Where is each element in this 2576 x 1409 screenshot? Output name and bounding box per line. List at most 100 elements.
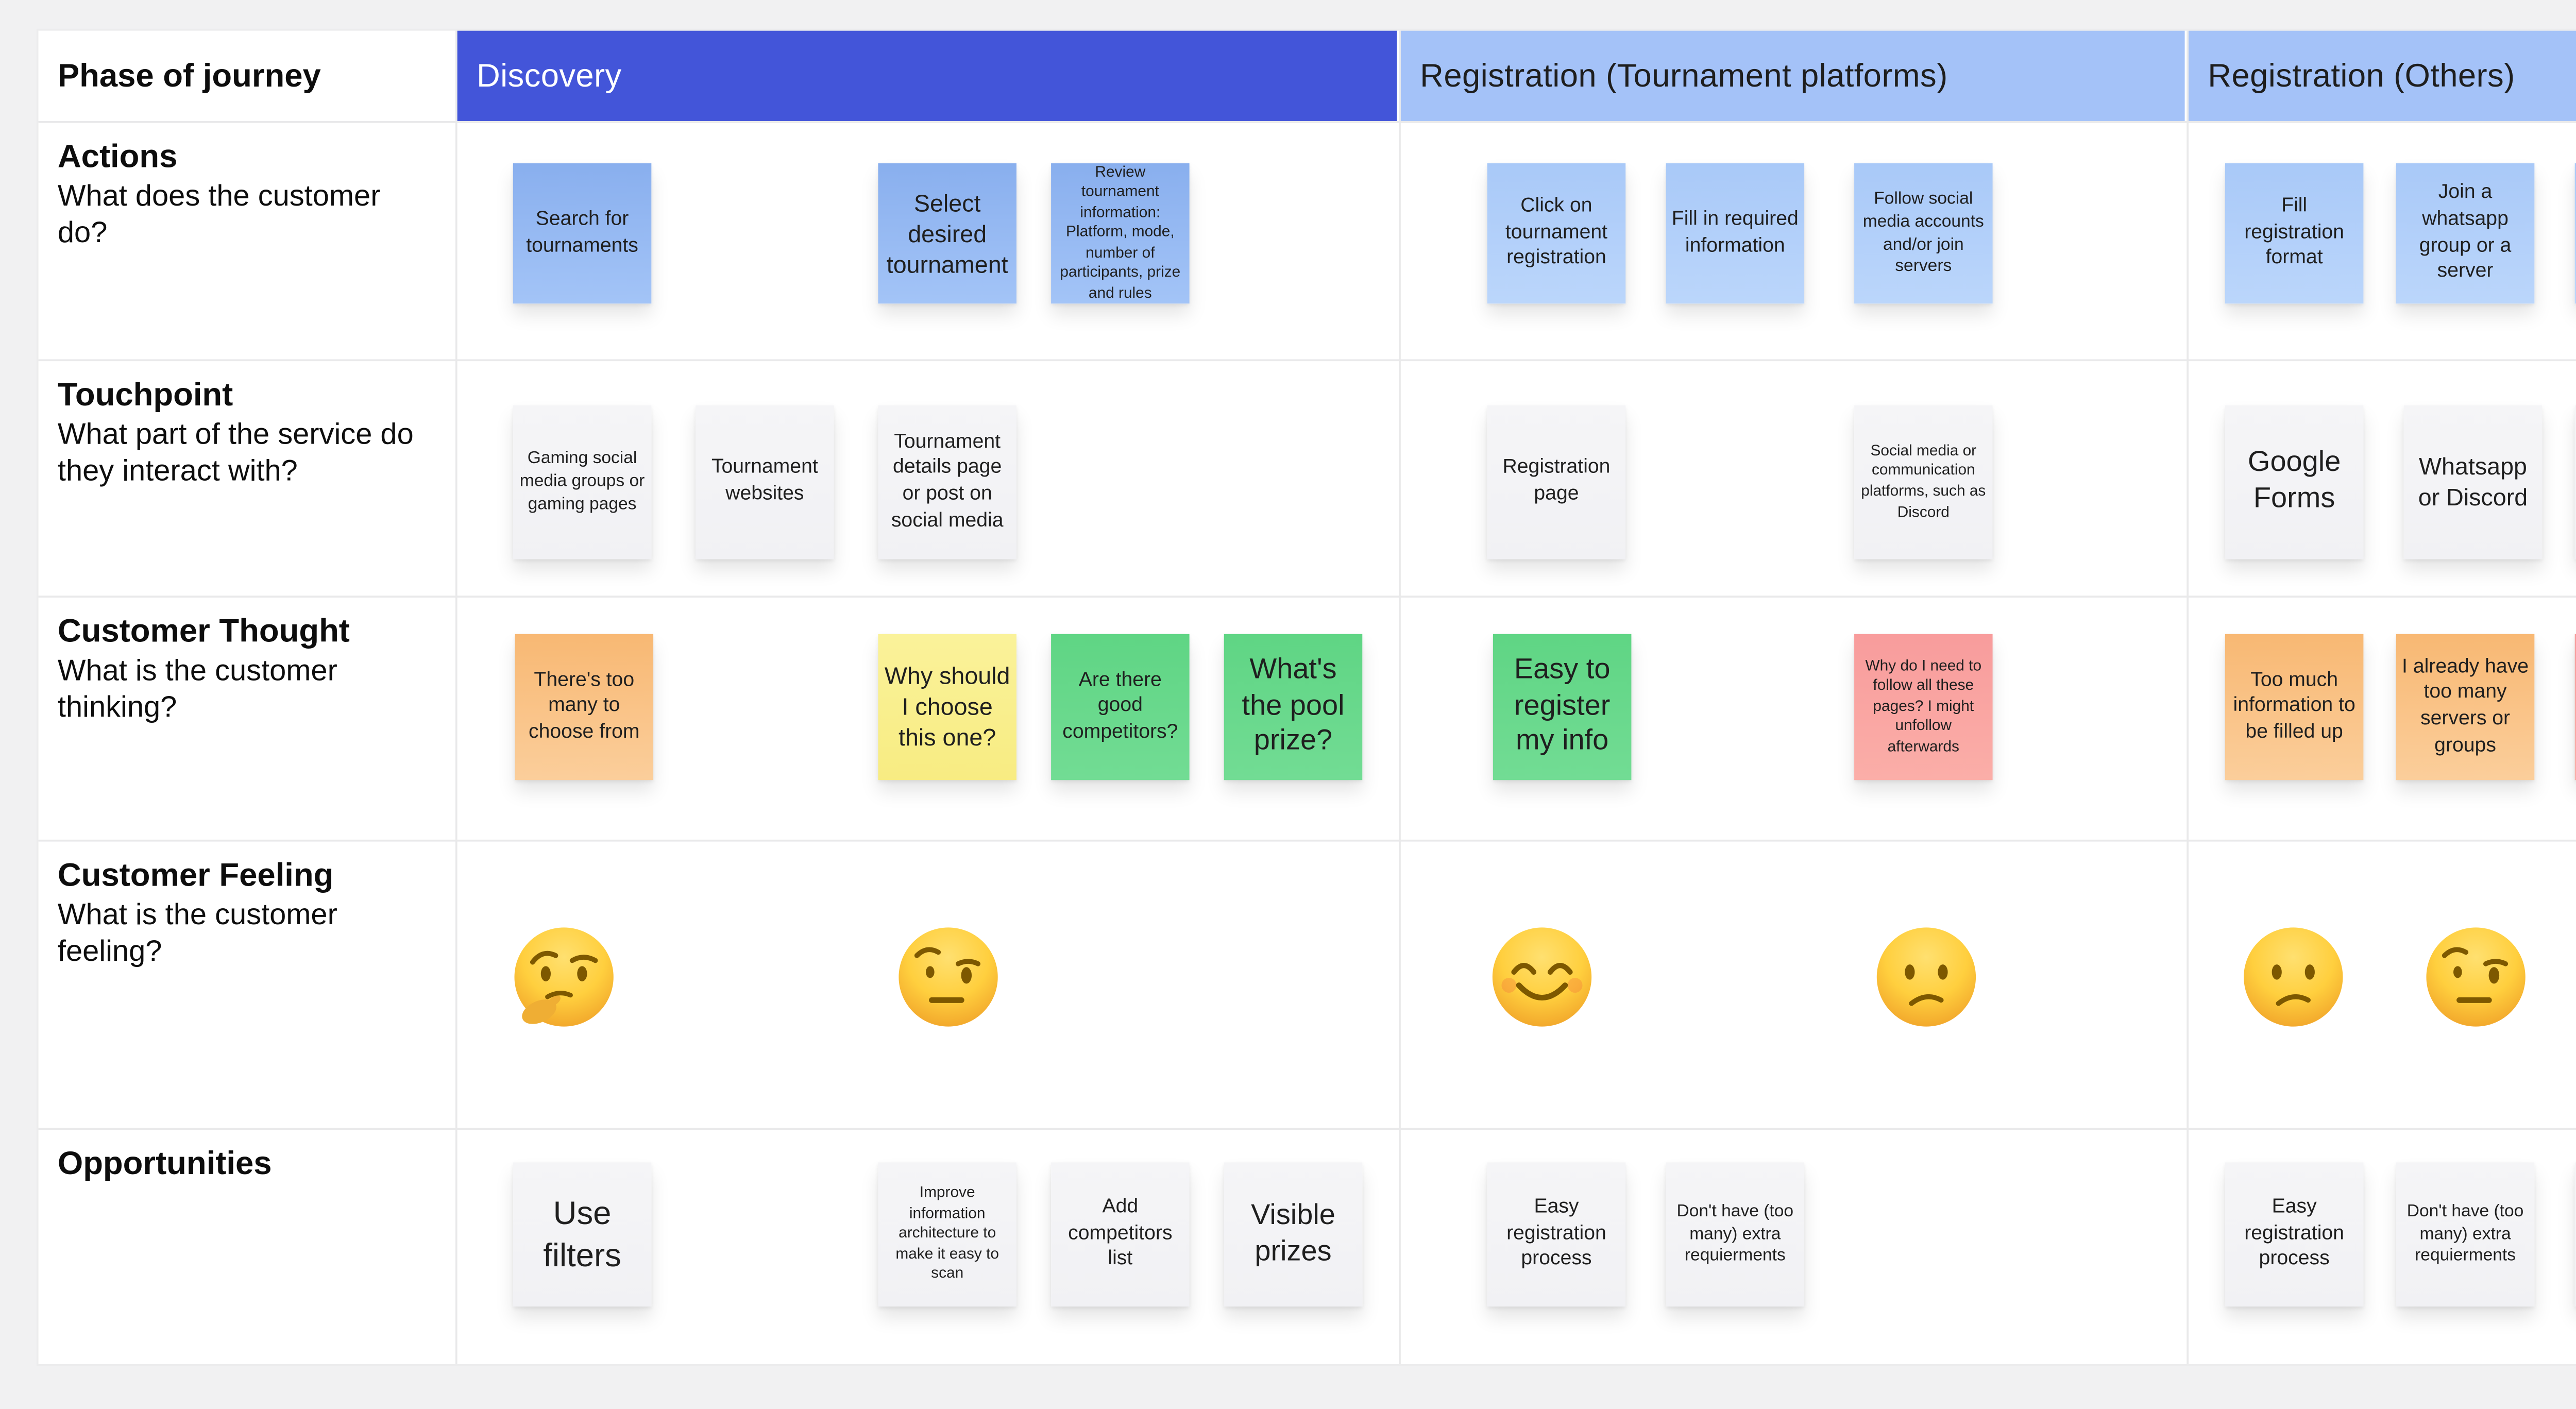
- emoji-thinking-face[interactable]: [510, 923, 616, 1029]
- grid-line-horizontal: [38, 359, 2576, 362]
- sticky-note[interactable]: Don't have (too many) extra requierments: [2396, 1162, 2535, 1307]
- grid-line-horizontal: [38, 839, 2576, 842]
- sticky-note[interactable]: Tournament details page or post on socia…: [878, 405, 1016, 559]
- grid-line-horizontal: [38, 596, 2576, 598]
- sticky-text: Google Forms: [2247, 446, 2341, 515]
- sticky-note[interactable]: Review tournament information: Platform,…: [1051, 162, 1190, 304]
- sticky-text: Registration page: [1502, 456, 1611, 505]
- sticky-text: Tournament details page or post on socia…: [891, 430, 1004, 532]
- sticky-note[interactable]: Select desired tournament: [878, 163, 1016, 304]
- sticky-text: Don't have (too many) extra requierments: [2406, 1200, 2524, 1265]
- phase-header-label: Discovery: [476, 57, 622, 93]
- sticky-note[interactable]: I already have too many servers or group…: [2396, 634, 2535, 780]
- sticky-note[interactable]: Use filters: [513, 1162, 652, 1307]
- sticky-text: Easy to register my info: [1514, 652, 1611, 758]
- sticky-text: Search for tournaments: [526, 207, 638, 257]
- phase-header-reg-tournament: Registration (Tournament platforms): [1400, 30, 2185, 121]
- sticky-note[interactable]: Gaming social media groups or gaming pag…: [513, 405, 652, 559]
- sticky-note[interactable]: Whatsapp or Discord: [2403, 405, 2543, 559]
- sticky-text: Easy registration process: [2244, 1195, 2344, 1271]
- row-title: Customer Thought: [57, 613, 350, 650]
- sticky-note[interactable]: Don't have (too many) extra requierments: [1666, 1162, 1805, 1307]
- sticky-note[interactable]: Follow social media accounts and/or join…: [1854, 163, 1993, 304]
- sticky-note[interactable]: Make it easy for users to access informa…: [2574, 1162, 2576, 1307]
- sticky-note[interactable]: Social media: [2574, 405, 2576, 559]
- grid-line-vertical: [2187, 30, 2189, 1365]
- sticky-note[interactable]: Tournament websites: [696, 405, 834, 559]
- phase-header-reg-others: Registration (Others): [2189, 30, 2576, 121]
- sticky-text: Too much information to be filled up: [2233, 668, 2355, 743]
- grid-line-horizontal: [38, 1128, 2576, 1130]
- sticky-text: Click on tournament registration: [1505, 194, 1608, 270]
- row-subtitle: What is the customer thinking?: [57, 654, 337, 724]
- sticky-text: Whatsapp or Discord: [2418, 453, 2528, 512]
- row-label-opportunities: Opportunities: [39, 1128, 455, 1364]
- grid-line-horizontal: [38, 121, 2576, 123]
- sticky-text: Select desired tournament: [886, 189, 1008, 278]
- sticky-text: Add competitors list: [1068, 1195, 1173, 1271]
- row-subtitle: What does the customer do?: [57, 180, 381, 250]
- sticky-note[interactable]: Are there good competitors?: [1051, 634, 1190, 780]
- sticky-text: I already have too many servers or group…: [2402, 654, 2529, 757]
- emoji-confused-face[interactable]: [1872, 923, 1978, 1029]
- sticky-text: Don't have (too many) extra requierments: [1676, 1200, 1794, 1265]
- sticky-note[interactable]: Search for tournaments: [513, 163, 652, 304]
- sticky-note[interactable]: Why do I need to follow all these pages?…: [1854, 634, 1993, 780]
- sticky-text: Social media or communication platforms,…: [1861, 442, 1986, 520]
- sticky-text: Why do I need to follow all these pages?…: [1865, 656, 1982, 755]
- sticky-note[interactable]: Why should I choose this one?: [878, 634, 1016, 780]
- sticky-text: Join a whatsapp group or a server: [2419, 181, 2512, 283]
- sticky-text: Easy registration process: [1506, 1195, 1606, 1271]
- grid-line-vertical: [1399, 30, 1401, 1365]
- sticky-note[interactable]: What's the pool prize?: [1224, 634, 1363, 780]
- row-title: Customer Feeling: [57, 857, 334, 894]
- sticky-text: Why should I choose this one?: [884, 663, 1010, 752]
- sticky-text: Tournament websites: [711, 456, 818, 505]
- sticky-text: There's too many to choose from: [529, 668, 640, 743]
- sticky-note[interactable]: Why do I need to follow all these pages?…: [2574, 634, 2576, 780]
- sticky-note[interactable]: Too much information to be filled up: [2225, 634, 2364, 780]
- grid-line-vertical: [455, 30, 457, 1365]
- phase-header-label: Registration (Tournament platforms): [1420, 57, 1948, 93]
- phase-header-label: Registration (Others): [2208, 57, 2515, 93]
- row-title: Opportunities: [57, 1145, 272, 1182]
- sticky-text: What's the pool prize?: [1242, 652, 1345, 758]
- row-subtitle: What part of the service do they interac…: [57, 418, 414, 488]
- emoji-face-with-raised-eyebrow[interactable]: [894, 923, 1000, 1029]
- corner-phase-label: Phase of journey: [38, 30, 455, 121]
- sticky-note[interactable]: Visible prizes: [1224, 1162, 1363, 1307]
- emoji-face-with-raised-eyebrow[interactable]: [2422, 923, 2528, 1029]
- sticky-text: Improve information architecture to make…: [895, 1183, 999, 1282]
- sticky-note[interactable]: There's too many to choose from: [515, 634, 654, 780]
- sticky-note[interactable]: Fill registration format: [2225, 163, 2364, 304]
- sticky-text: Use filters: [543, 1195, 621, 1273]
- row-subtitle: What is the customer feeling?: [57, 898, 337, 969]
- sticky-note[interactable]: Click on tournament registration: [1487, 163, 1626, 304]
- sticky-text: Review tournament information: Platform,…: [1060, 162, 1181, 302]
- sticky-note[interactable]: Easy registration process: [2225, 1162, 2364, 1307]
- sticky-text: Gaming social media groups or gaming pag…: [519, 448, 645, 513]
- sticky-note[interactable]: Fill in required information: [1666, 163, 1805, 304]
- sticky-text: Fill registration format: [2244, 194, 2344, 270]
- sticky-note[interactable]: Follow social media accounts: [2574, 163, 2576, 304]
- sticky-text: Visible prizes: [1251, 1198, 1335, 1267]
- row-title: Actions: [57, 138, 178, 175]
- sticky-note[interactable]: Easy to register my info: [1493, 634, 1632, 780]
- sticky-note[interactable]: Improve information architecture to make…: [878, 1162, 1016, 1307]
- sticky-note[interactable]: Registration page: [1487, 405, 1626, 559]
- sticky-note[interactable]: Add competitors list: [1051, 1162, 1190, 1307]
- sticky-text: Fill in required information: [1671, 207, 1799, 257]
- sticky-note[interactable]: Google Forms: [2225, 405, 2364, 559]
- sticky-note[interactable]: Social media or communication platforms,…: [1854, 405, 1993, 559]
- phase-header-discovery: Discovery: [457, 30, 1397, 121]
- sticky-note[interactable]: Join a whatsapp group or a server: [2396, 163, 2535, 304]
- emoji-confused-face[interactable]: [2240, 923, 2345, 1029]
- emoji-smiling-face-with-smiling-eyes[interactable]: [1488, 923, 1594, 1029]
- sticky-note[interactable]: Easy registration process: [1487, 1162, 1626, 1307]
